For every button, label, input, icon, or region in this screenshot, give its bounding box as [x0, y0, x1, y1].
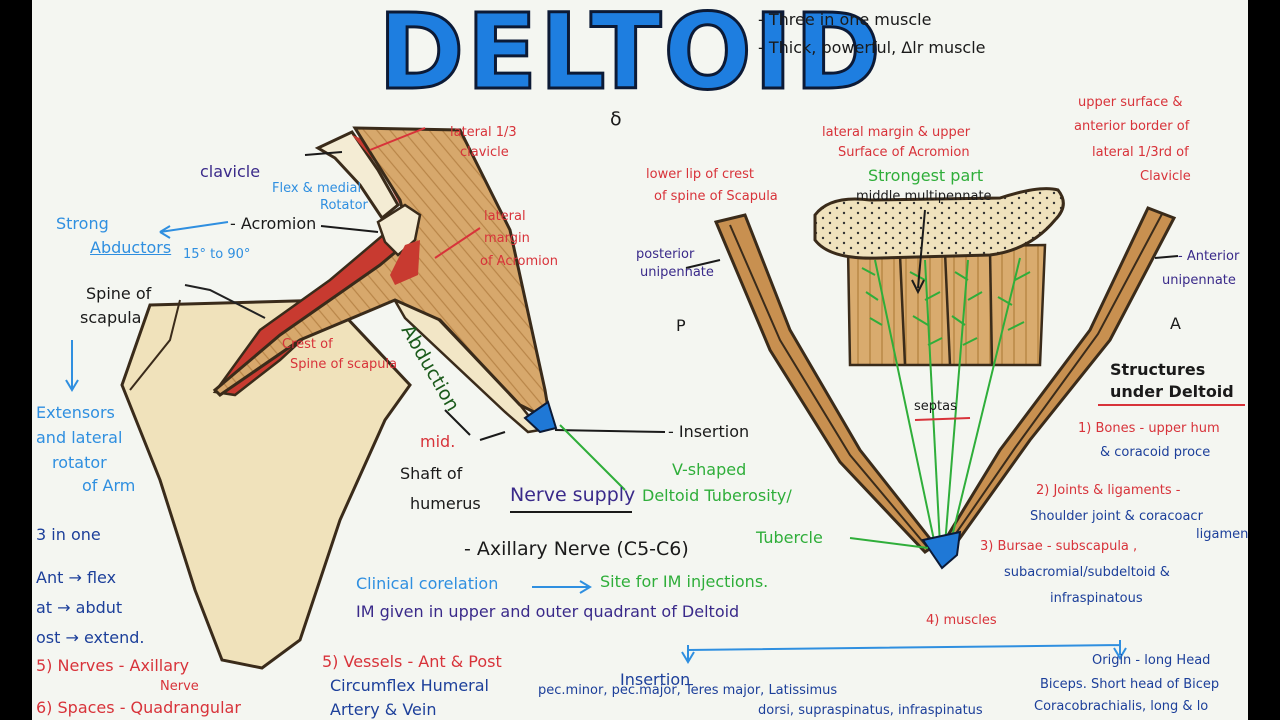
- label-extensors-2: and lateral: [36, 428, 123, 447]
- label-mid: mid.: [420, 432, 456, 451]
- label-posterior-unipennate: unipennate: [640, 265, 714, 280]
- label-nerve: Nerve: [160, 679, 199, 694]
- label-upper-surface-1: upper surface &: [1078, 95, 1183, 110]
- label-crest-of-spine-1: Crest of: [282, 337, 333, 352]
- label-bursae-1: 3) Bursae - subscapula ,: [980, 539, 1138, 554]
- label-deltoid-tuberosity: Deltoid Tuberosity/: [642, 486, 792, 505]
- label-clavicle: clavicle: [200, 162, 261, 181]
- pointer-lines: [65, 127, 1245, 664]
- label-flex-medial-1: Flex & medial: [272, 181, 362, 196]
- label-muscles: 4) muscles: [926, 613, 997, 628]
- label-circumflex: Circumflex Humeral: [330, 676, 489, 695]
- left-diagram-scapula: [120, 126, 558, 670]
- label-bones-2: & coracoid proce: [1100, 445, 1211, 460]
- label-acromion: - Acromion: [230, 214, 317, 233]
- label-lower-lip-2: of spine of Scapula: [654, 189, 778, 204]
- label-origin: Origin - long Head: [1092, 653, 1211, 668]
- label-strongest-part: Strongest part: [868, 166, 984, 185]
- label-im-given: IM given in upper and outer quadrant of …: [356, 602, 740, 621]
- label-lateral-third-clavicle-1: lateral 1/3: [450, 125, 517, 140]
- label-insertion-muscles-2: dorsi, supraspinatus, infraspinatus: [758, 703, 983, 718]
- label-spine-of-scapula-2: scapula: [80, 308, 142, 327]
- label-right-insertion: Insertion: [620, 670, 691, 689]
- label-spine-of-scapula-1: Spine of: [86, 284, 152, 303]
- label-posterior-p: P: [676, 316, 686, 335]
- label-lateral-margin-1: lateral: [484, 209, 526, 224]
- label-shaft-of-humerus-2: humerus: [410, 494, 481, 513]
- label-angle-range: 15° to 90°: [183, 247, 251, 262]
- delta-symbol: δ: [610, 108, 622, 130]
- label-three-in-one: 3 in one: [36, 525, 101, 544]
- label-lateral-margin-2: margin: [484, 231, 530, 246]
- label-axillary-nerve: - Axillary Nerve (C5-C6): [464, 538, 689, 560]
- right-diagram-deltoid-fibres: [713, 187, 1177, 570]
- label-lateral-margin-3: of Acromion: [480, 254, 558, 269]
- label-lateral-third-clavicle-2: clavicle: [460, 145, 509, 160]
- label-extensors-3: rotator: [52, 453, 107, 472]
- label-v-shaped: V-shaped: [672, 460, 747, 479]
- page-title: DELTOID: [377, 0, 883, 113]
- label-spaces: 6) Spaces - Quadrangular: [36, 698, 241, 717]
- label-nerves: 5) Nerves - Axillary: [36, 656, 190, 675]
- title-note-2: - Thick, powerful, Δlr muscle: [758, 38, 986, 57]
- label-vessels: 5) Vessels - Ant & Post: [322, 652, 502, 671]
- label-extensors-1: Extensors: [36, 403, 115, 422]
- label-lateral-margin-upper-2: Surface of Acromion: [838, 145, 970, 160]
- label-lat-abduct: at → abdut: [36, 598, 123, 617]
- label-shaft-of-humerus-1: Shaft of: [400, 464, 463, 483]
- label-clinical-corelation: Clinical corelation: [356, 574, 499, 593]
- label-bones-1: 1) Bones - upper hum: [1078, 421, 1220, 436]
- label-bursae-3: infraspinatous: [1050, 591, 1143, 606]
- label-posterior: posterior: [636, 247, 695, 262]
- label-joints-1: 2) Joints & ligaments -: [1036, 483, 1181, 498]
- label-strong: Strong: [56, 214, 109, 233]
- label-under-deltoid: under Deltoid: [1110, 382, 1234, 401]
- label-insertion: - Insertion: [668, 422, 750, 441]
- label-biceps-2: Coracobrachialis, long & lo: [1034, 699, 1209, 714]
- label-flex-medial-2: Rotator: [320, 198, 368, 213]
- label-anterior-unipennate: unipennate: [1162, 273, 1236, 288]
- label-insertion-muscles-1: pec.minor, pec.major, Teres major, Latis…: [538, 683, 838, 698]
- label-nerve-supply: Nerve supply: [510, 484, 636, 506]
- label-ant-flex: Ant → flex: [36, 568, 117, 587]
- label-bursae-2: subacromial/subdeltoid &: [1004, 565, 1170, 580]
- label-middle-multipennate: middle multipennate: [856, 189, 992, 204]
- label-joints-3: ligamen: [1196, 527, 1249, 542]
- label-biceps-1: Biceps. Short head of Bicep: [1040, 677, 1220, 692]
- label-tubercle: Tubercle: [756, 528, 823, 547]
- label-anterior-a: A: [1170, 314, 1181, 333]
- label-upper-surface-2: anterior border of: [1074, 119, 1190, 134]
- label-joints-2: Shoulder joint & coracoacr: [1030, 509, 1203, 524]
- title-note-1: - Three in one muscle: [758, 10, 932, 29]
- label-crest-of-spine-2: Spine of scapula: [290, 357, 398, 372]
- label-artery-vein: Artery & Vein: [330, 700, 437, 719]
- label-post-extend: ost → extend.: [36, 628, 145, 647]
- label-septas: septas: [914, 399, 957, 414]
- label-abductors: Abductors: [90, 238, 172, 257]
- label-upper-surface-3: lateral 1/3rd of: [1092, 145, 1189, 160]
- label-anterior: - Anterior: [1178, 249, 1240, 264]
- label-lateral-margin-upper-1: lateral margin & upper: [822, 125, 971, 140]
- label-lower-lip-1: lower lip of crest: [646, 167, 755, 182]
- label-site-im: Site for IM injections.: [600, 572, 769, 591]
- label-structures: Structures: [1110, 360, 1206, 379]
- label-extensors-4: of Arm: [82, 476, 136, 495]
- label-upper-surface-4: Clavicle: [1140, 169, 1191, 184]
